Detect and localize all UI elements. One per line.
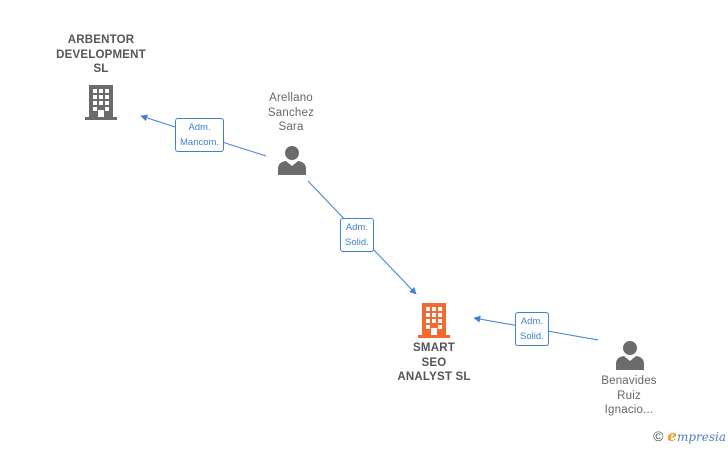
edge-label-adm-solid-arellano[interactable]: Adm. Solid. (340, 218, 374, 252)
company-name-line: ANALYST SL (397, 371, 471, 383)
logo-text: mpresia (676, 430, 726, 444)
building-icon (418, 303, 450, 338)
person-node-arellano[interactable]: Arellano Sanchez Sara (246, 91, 336, 177)
person-icon (616, 341, 644, 370)
edge-label-line: Adm. (520, 316, 543, 327)
edge-label-line: Adm. (345, 222, 368, 233)
edge-label-line: Solid. (345, 237, 369, 248)
person-name-line: Ignacio... (604, 404, 654, 416)
person-name-benavides: Benavides Ruiz Ignacio... (584, 374, 674, 418)
brand-watermark: © empresia (653, 427, 726, 445)
company-name-line: SMART (413, 342, 455, 354)
copyright-symbol: © (653, 428, 664, 444)
edge-label-adm-solid-benavides[interactable]: Adm. Solid. (515, 312, 549, 346)
person-name-line: Benavides (601, 375, 657, 387)
person-name-arellano: Arellano Sanchez Sara (246, 91, 336, 135)
company-name-line: SEO (421, 356, 447, 369)
edge-label-line: Adm. (188, 122, 211, 133)
person-name-line: Sara (278, 121, 304, 133)
edge-label-line: Mancom. (180, 137, 220, 148)
company-name-line: DEVELOPMENT (56, 48, 146, 61)
person-icon (278, 146, 306, 175)
logo-initial: e (667, 427, 677, 445)
company-name-arbentor: ARBENTOR DEVELOPMENT SL (46, 33, 156, 77)
company-node-smart-seo[interactable]: SMART SEO ANALYST SL (378, 300, 490, 390)
company-name-line: ARBENTOR (67, 34, 135, 46)
edge-label-adm-mancom[interactable]: Adm. Mancom. (175, 118, 225, 152)
empresia-logo: empresia (667, 427, 726, 445)
company-name-line: SL (93, 63, 109, 75)
edge-label-line: Solid. (520, 331, 544, 342)
person-name-line: Sanchez (267, 106, 315, 119)
company-name-smart-seo: SMART SEO ANALYST SL (378, 341, 490, 385)
person-node-benavides[interactable]: Benavides Ruiz Ignacio... (584, 338, 674, 422)
building-icon (85, 85, 117, 120)
company-node-arbentor[interactable]: ARBENTOR DEVELOPMENT SL (46, 33, 156, 123)
person-name-line: Arellano (269, 92, 313, 104)
person-name-line: Ruiz (617, 389, 641, 402)
